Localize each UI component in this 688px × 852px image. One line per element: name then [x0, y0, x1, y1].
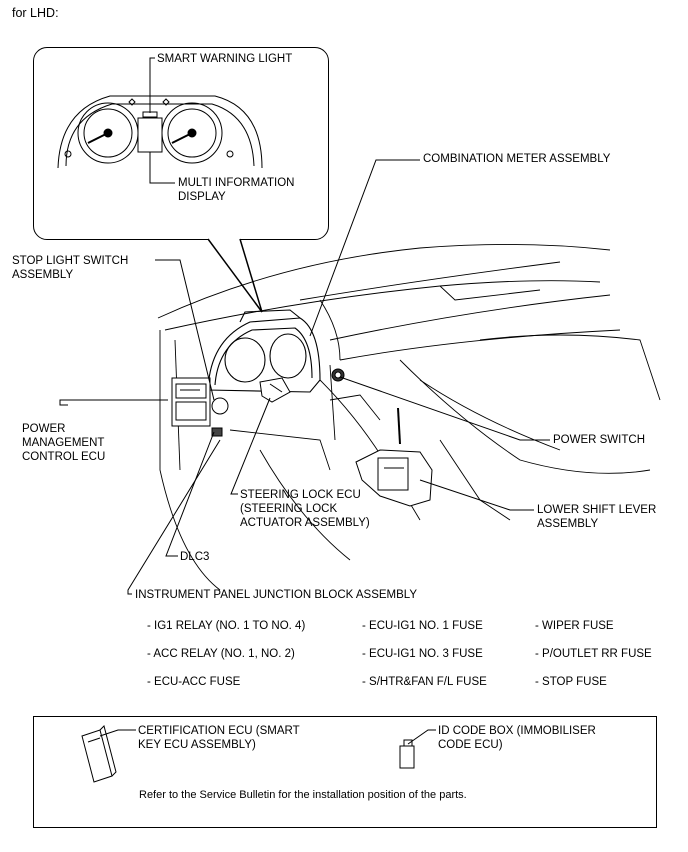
- label-certification-ecu: CERTIFICATION ECU (SMART KEY ECU ASSEMBL…: [138, 725, 300, 751]
- label-steering-lock-ecu: STEERING LOCK ECU (STEERING LOCK ACTUATO…: [240, 489, 370, 529]
- fuse-item: - ECU-IG1 NO. 1 FUSE: [362, 620, 483, 632]
- meter-callout-box: [33, 47, 329, 240]
- power-management-ecu-illustration: [171, 377, 229, 437]
- service-bulletin-note: Refer to the Service Bulletin for the in…: [139, 789, 467, 801]
- label-dlc3: DLC3: [180, 551, 210, 563]
- fuse-item: - STOP FUSE: [535, 676, 607, 688]
- fuse-item: - ECU-ACC FUSE: [147, 676, 241, 688]
- label-stop-light-switch: STOP LIGHT SWITCH ASSEMBLY: [12, 255, 129, 281]
- fuse-item: - ACC RELAY (NO. 1, NO. 2): [147, 648, 295, 660]
- certification-ecu-illustration: [81, 725, 117, 783]
- page-header: for LHD:: [12, 6, 59, 20]
- label-power-switch: POWER SWITCH: [553, 434, 645, 446]
- fuse-item: - ECU-IG1 NO. 3 FUSE: [362, 648, 483, 660]
- label-power-management-ecu: POWER MANAGEMENT CONTROL ECU: [22, 423, 106, 463]
- label-combination-meter-assembly: COMBINATION METER ASSEMBLY: [423, 153, 611, 165]
- fuse-item: - P/OUTLET RR FUSE: [535, 648, 652, 660]
- label-lower-shift-lever: LOWER SHIFT LEVER ASSEMBLY: [537, 504, 657, 530]
- id-code-box-illustration: [399, 739, 415, 769]
- shift-lever-illustration: [355, 407, 433, 507]
- label-smart-warning-light: SMART WARNING LIGHT: [157, 53, 293, 65]
- dashboard-illustration: [157, 243, 661, 591]
- power-switch-illustration: [331, 368, 345, 382]
- label-multi-information-display: MULTI INFORMATION DISPLAY: [178, 177, 295, 203]
- fuse-item: - WIPER FUSE: [535, 620, 614, 632]
- combination-meter-illustration: [207, 309, 321, 393]
- fuse-item: - S/HTR&FAN F/L FUSE: [362, 676, 487, 688]
- meter-closeup-illustration: [57, 95, 263, 169]
- parts-note-box: [33, 716, 657, 828]
- label-junction-block: INSTRUMENT PANEL JUNCTION BLOCK ASSEMBLY: [135, 589, 418, 601]
- steering-lock-ecu-illustration: [259, 377, 291, 403]
- fuse-item: - IG1 RELAY (NO. 1 TO NO. 4): [147, 620, 306, 632]
- label-id-code-box: ID CODE BOX (IMMOBILISER CODE ECU): [438, 725, 596, 751]
